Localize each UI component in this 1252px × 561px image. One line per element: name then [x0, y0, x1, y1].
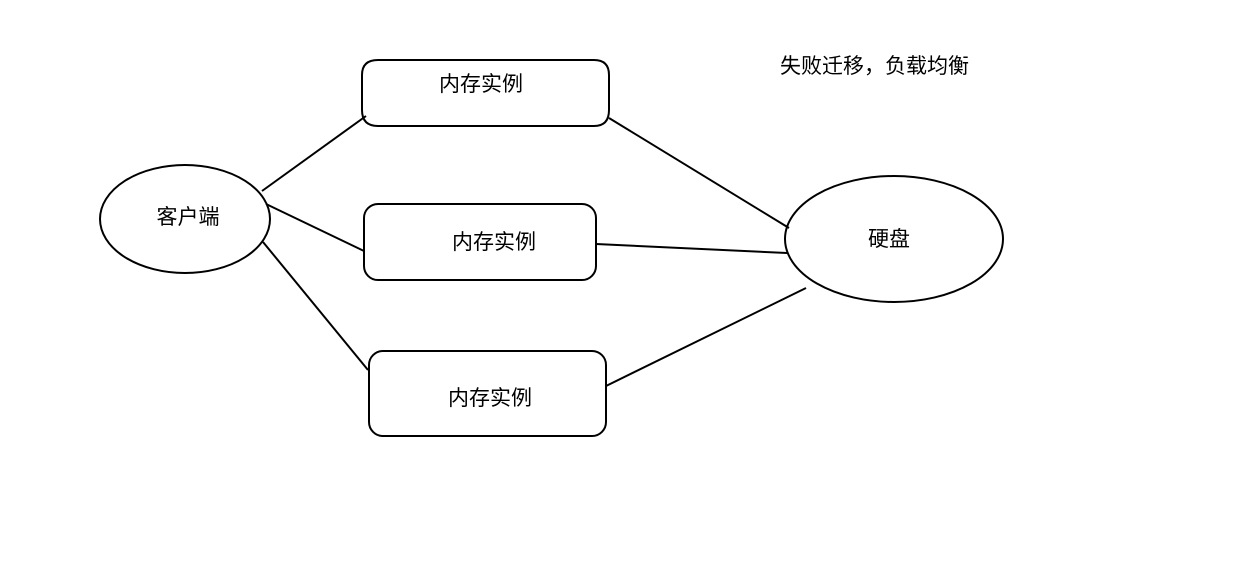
edge-memory-2-disk — [595, 243, 788, 254]
memory-instance-1: 内存实例 — [361, 59, 610, 127]
annotation-text: 失败迁移，负载均衡 — [780, 54, 969, 78]
client-label: 客户端 — [157, 205, 220, 229]
disk-shape — [784, 175, 1004, 303]
client-shape — [99, 164, 271, 274]
edge-client-memory-2 — [265, 203, 365, 252]
memory-instance-2-label: 内存实例 — [452, 230, 536, 254]
memory-instance-3-label: 内存实例 — [448, 386, 532, 410]
edge-client-memory-1 — [261, 115, 367, 192]
memory-instance-2: 内存实例 — [363, 203, 597, 281]
client-node: 客户端 — [99, 164, 271, 274]
edge-client-memory-3 — [262, 241, 369, 371]
disk-label: 硬盘 — [868, 227, 910, 251]
memory-instance-1-shape — [361, 59, 610, 127]
memory-instance-2-shape — [363, 203, 597, 281]
disk-node: 硬盘 — [784, 175, 1004, 303]
memory-instance-1-label: 内存实例 — [439, 72, 523, 96]
edge-memory-3-disk — [605, 287, 807, 387]
memory-instance-3: 内存实例 — [368, 350, 607, 437]
memory-instance-3-shape — [368, 350, 607, 437]
edge-memory-1-disk — [608, 117, 790, 229]
connectors — [261, 115, 807, 387]
